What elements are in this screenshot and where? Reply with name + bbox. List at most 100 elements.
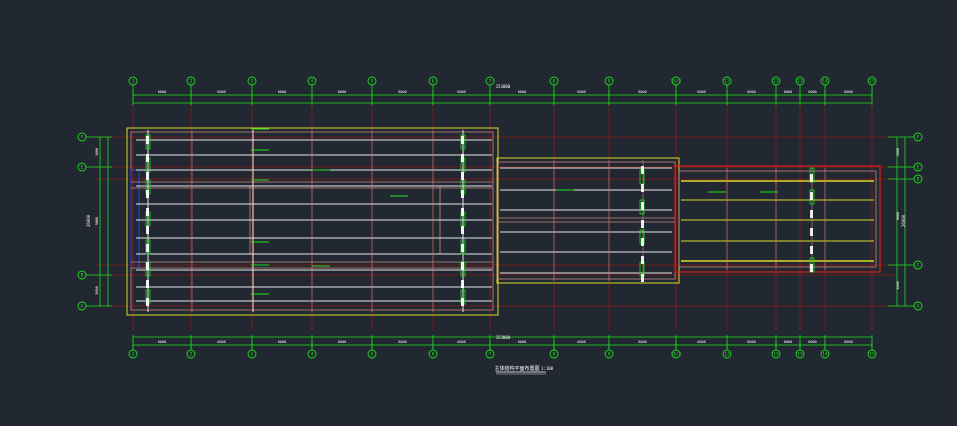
axis-bubble-bottom xyxy=(820,349,830,359)
axis-bubble-bottom xyxy=(722,349,732,359)
column-dim-text xyxy=(146,280,149,288)
dim-value-right: 9000 xyxy=(896,212,900,220)
dim-value: 6000 xyxy=(747,340,755,344)
axis-bubble-top-label: 9 xyxy=(608,79,611,85)
axis-bubble-top xyxy=(428,76,438,86)
axis-bubble-bottom-label: 1 xyxy=(132,352,135,358)
column-dim-text xyxy=(461,208,464,216)
column-dim-text xyxy=(810,210,813,218)
axis-bubble-bottom xyxy=(128,349,138,359)
axis-bubble-bottom-label: 13 xyxy=(773,352,779,358)
axis-bubble-bottom xyxy=(186,349,196,359)
axis-bubble-right-label: E xyxy=(917,165,920,171)
left-blue-wall xyxy=(130,169,140,269)
dim-value: 6000 xyxy=(638,340,646,344)
axis-bubble-left xyxy=(77,270,87,280)
right-overall-dimension: 26000 xyxy=(901,214,906,227)
drawing-title: 主体结构平面布置图 xyxy=(494,365,539,372)
column-dim-text xyxy=(461,262,464,270)
axis-bubble-top xyxy=(247,76,257,86)
axis-bubble-top-label: 1 xyxy=(132,79,135,85)
dim-value: 6000 xyxy=(784,90,792,94)
axis-bubble-left-label: A xyxy=(81,304,84,310)
dim-value-left: 3600 xyxy=(95,148,99,156)
axis-bubble-top-label: 10/1 xyxy=(671,79,682,85)
axis-bubble-top xyxy=(604,76,614,86)
dim-value: 6000 xyxy=(398,90,406,94)
axis-bubble-bottom xyxy=(485,349,495,359)
drawing-scale: 1:100 xyxy=(541,366,554,371)
dim-value: 6000 xyxy=(217,90,225,94)
axis-bubble-bottom xyxy=(795,349,805,359)
dim-value: 6000 xyxy=(844,90,852,94)
grid-lines xyxy=(95,100,895,330)
dim-value: 6000 xyxy=(398,340,406,344)
dim-value: 6000 xyxy=(278,340,286,344)
axis-bubble-top-label: 2 xyxy=(190,79,193,85)
column-dim-text xyxy=(641,166,644,174)
dim-value: 6000 xyxy=(457,340,465,344)
column-dim-text xyxy=(146,262,149,270)
column-dim-text xyxy=(641,220,644,228)
axis-bubble-left xyxy=(77,162,87,172)
column-dim-text xyxy=(810,192,813,200)
column-dim-text xyxy=(461,226,464,234)
axis-bubble-left-label: B xyxy=(81,273,84,279)
dim-value: 6000 xyxy=(844,340,852,344)
axis-bubble-top-label: 3 xyxy=(251,79,254,85)
column-dim-text xyxy=(146,244,149,252)
column-dim-text xyxy=(810,264,813,272)
axis-bubble-top xyxy=(771,76,781,86)
axis-bubble-top-label: 5 xyxy=(371,79,374,85)
column-dim-text xyxy=(810,246,813,254)
dim-value-left: 3600 xyxy=(95,286,99,294)
axis-bubble-right xyxy=(913,174,923,184)
column-dim-text xyxy=(641,274,644,282)
column-dim-text xyxy=(146,208,149,216)
dim-value: 6000 xyxy=(217,340,225,344)
axis-bubble-top xyxy=(671,76,681,86)
axis-bubble-top xyxy=(867,76,877,86)
middle-block-outline xyxy=(496,157,680,284)
axis-bubble-bottom-label: 3 xyxy=(251,352,254,358)
axis-bubble-top-label: 13 xyxy=(797,79,803,85)
left-overall-dimension: 26000 xyxy=(86,214,91,227)
axis-bubble-bottom-label: 4 xyxy=(311,352,314,358)
axis-bubble-top-label: 13 xyxy=(773,79,779,85)
column-dim-text xyxy=(461,154,464,162)
axis-bubble-right xyxy=(913,132,923,142)
axis-bubble-top xyxy=(549,76,559,86)
axis-bubble-top-label: 8 xyxy=(553,79,556,85)
axis-bubble-right-label: F xyxy=(917,135,920,141)
column-dim-text xyxy=(146,298,149,306)
axis-bubble-bottom-label: 10/1 xyxy=(671,352,682,358)
dim-value-right: 3600 xyxy=(896,281,900,289)
column-dim-text xyxy=(461,244,464,252)
axis-bubble-top xyxy=(307,76,317,86)
axis-bubble-bottom-label: 6 xyxy=(432,352,435,358)
column-dim-text xyxy=(641,202,644,210)
axis-bubble-bottom-label: 14 xyxy=(822,352,828,358)
axis-bubble-bottom xyxy=(771,349,781,359)
axis-bubble-top xyxy=(186,76,196,86)
dim-value: 6000 xyxy=(338,90,346,94)
axis-bubble-top-label: 14 xyxy=(822,79,828,85)
axis-bubble-bottom-label: 13 xyxy=(797,352,803,358)
axis-bubble-bottom-label: 15 xyxy=(869,352,875,358)
axis-bubble-bottom xyxy=(307,349,317,359)
column-dim-text xyxy=(641,238,644,246)
dim-value: 6000 xyxy=(747,90,755,94)
column-dim-text xyxy=(461,136,464,144)
column-dim-text xyxy=(810,174,813,182)
axis-bubble-top-label: 15 xyxy=(869,79,875,85)
dim-value: 6000 xyxy=(518,340,526,344)
dim-value: 6000 xyxy=(638,90,646,94)
column-dim-text xyxy=(146,226,149,234)
dim-value: 6000 xyxy=(784,340,792,344)
axis-bubble-right xyxy=(913,301,923,311)
dim-value: 6000 xyxy=(158,90,166,94)
dim-value: 6000 xyxy=(808,340,816,344)
